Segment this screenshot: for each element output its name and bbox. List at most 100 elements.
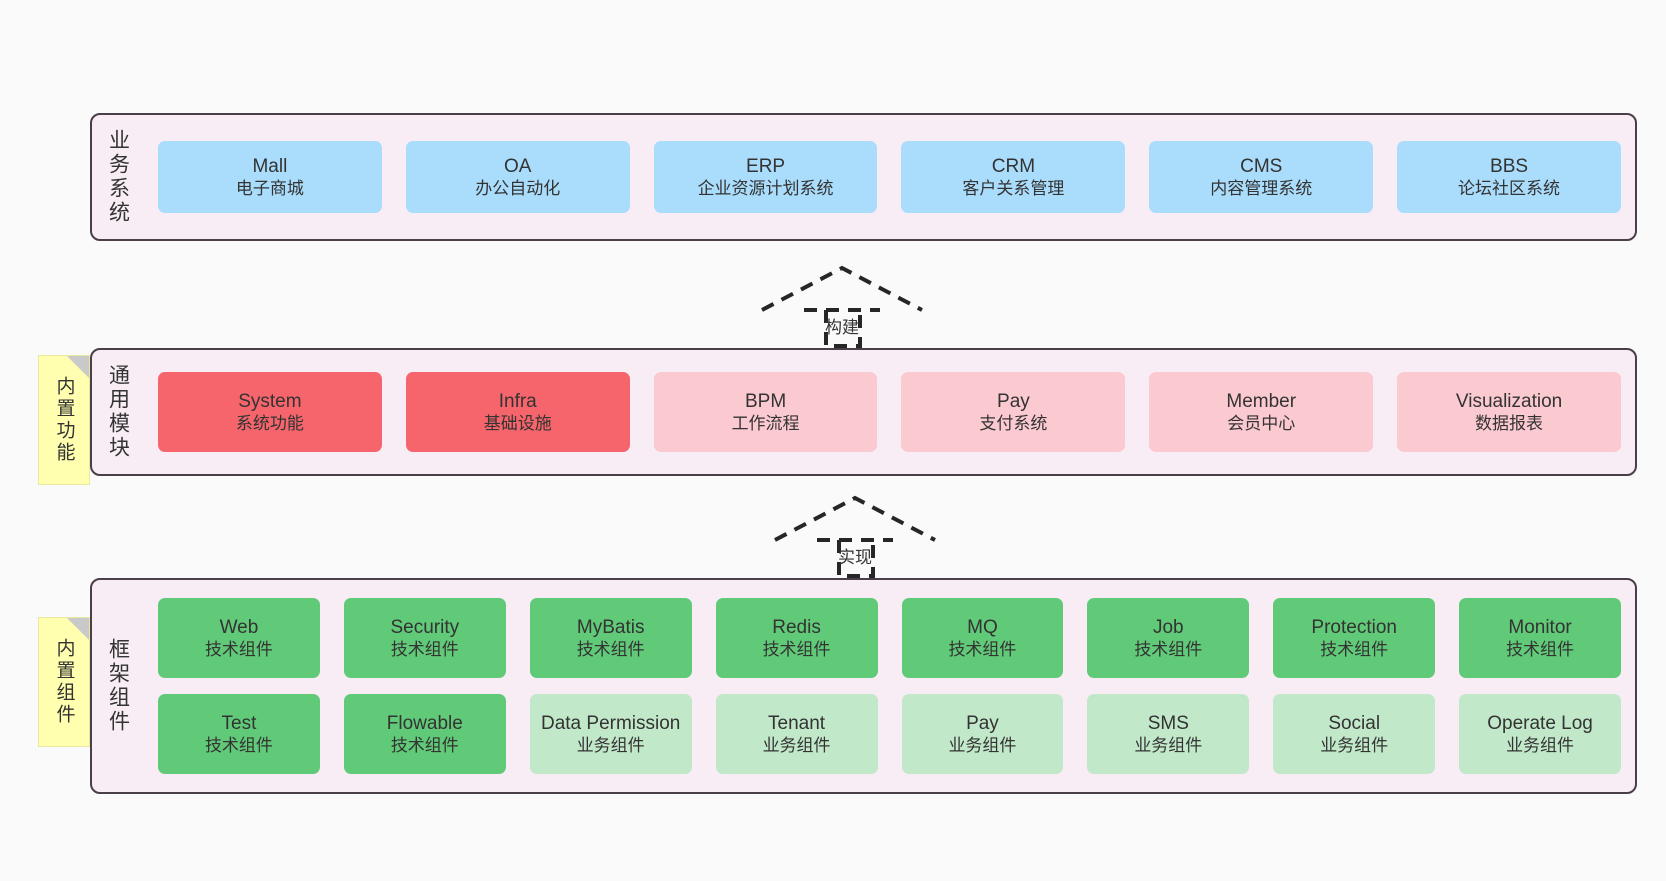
layer-row: Mall 电子商城 OA 办公自动化 ERP 企业资源计划系统 CRM 客户关系… [158, 141, 1621, 213]
node-title: ERP [746, 155, 786, 177]
arrow-build-label: 构建 [825, 318, 859, 337]
node-subtitle: 会员中心 [1227, 414, 1296, 434]
node-title: OA [504, 155, 532, 177]
node-subtitle: 基础设施 [483, 414, 552, 434]
layer-row: System 系统功能 Infra 基础设施 BPM 工作流程 Pay 支付系统… [158, 372, 1621, 452]
node-subtitle: 企业资源计划系统 [697, 179, 834, 199]
node-title: BBS [1490, 155, 1529, 177]
node-erp[interactable]: ERP 企业资源计划系统 [653, 141, 878, 213]
node-subtitle: 工作流程 [731, 414, 800, 434]
node-subtitle: 支付系统 [979, 414, 1048, 434]
node-protection[interactable]: Protection 技术组件 [1273, 598, 1436, 678]
sticky-note-builtin-components: 内置组件 [38, 617, 90, 747]
node-title: Monitor [1508, 616, 1572, 638]
node-title: BPM [744, 390, 787, 412]
node-title: Visualization [1455, 390, 1563, 412]
node-subtitle: 技术组件 [948, 640, 1017, 660]
node-redis[interactable]: Redis 技术组件 [715, 598, 878, 678]
node-oa[interactable]: OA 办公自动化 [405, 141, 630, 213]
node-subtitle: 电子商城 [235, 179, 304, 199]
node-subtitle: 内容管理系统 [1210, 179, 1313, 199]
layer-body-modules: System 系统功能 Infra 基础设施 BPM 工作流程 Pay 支付系统… [144, 350, 1635, 474]
node-infra[interactable]: Infra 基础设施 [405, 372, 630, 452]
node-title: Pay [997, 390, 1030, 412]
node-subtitle: 论坛社区系统 [1458, 179, 1561, 199]
node-title: CMS [1240, 155, 1283, 177]
node-subtitle: 技术组件 [1134, 640, 1203, 660]
node-subtitle: 技术组件 [204, 736, 273, 756]
node-bbs[interactable]: BBS 论坛社区系统 [1397, 141, 1621, 213]
node-title: Redis [772, 616, 821, 638]
layer-row: Test 技术组件 Flowable 技术组件 Data Permission … [158, 694, 1621, 774]
node-subtitle: 技术组件 [762, 640, 831, 660]
node-subtitle: 技术组件 [390, 640, 459, 660]
node-subtitle: 业务组件 [1320, 736, 1389, 756]
node-data-permission[interactable]: Data Permission 业务组件 [529, 694, 692, 774]
node-job[interactable]: Job 技术组件 [1087, 598, 1250, 678]
sticky-note-builtin-features: 内置功能 [38, 355, 90, 485]
arrow-implement-icon [774, 495, 936, 578]
node-pay[interactable]: Pay 支付系统 [901, 372, 1126, 452]
node-title: Protection [1311, 616, 1397, 638]
node-subtitle: 技术组件 [204, 640, 273, 660]
layer-body-business: Mall 电子商城 OA 办公自动化 ERP 企业资源计划系统 CRM 客户关系… [144, 115, 1635, 239]
node-system[interactable]: System 系统功能 [158, 372, 382, 452]
layer-framework-components: 框架组件 Web 技术组件 Security 技术组件 MyBatis 技术组件… [90, 578, 1637, 794]
node-mq[interactable]: MQ 技术组件 [901, 598, 1064, 678]
node-visualization[interactable]: Visualization 数据报表 [1397, 372, 1621, 452]
node-social[interactable]: Social 业务组件 [1273, 694, 1436, 774]
node-web[interactable]: Web 技术组件 [158, 598, 320, 678]
node-security[interactable]: Security 技术组件 [343, 598, 506, 678]
node-subtitle: 技术组件 [390, 736, 459, 756]
layer-body-framework: Web 技术组件 Security 技术组件 MyBatis 技术组件 Redi… [144, 580, 1635, 792]
node-subtitle: 技术组件 [1506, 640, 1575, 660]
arrow-implement-label: 实现 [838, 548, 872, 567]
node-flowable[interactable]: Flowable 技术组件 [343, 694, 506, 774]
layer-row: Web 技术组件 Security 技术组件 MyBatis 技术组件 Redi… [158, 598, 1621, 678]
node-title: Operate Log [1487, 712, 1593, 734]
node-pay-business[interactable]: Pay 业务组件 [901, 694, 1064, 774]
node-crm[interactable]: CRM 客户关系管理 [901, 141, 1126, 213]
node-title: Data Permission [540, 712, 681, 734]
node-subtitle: 系统功能 [235, 414, 304, 434]
layer-title-framework: 框架组件 [106, 638, 130, 734]
node-subtitle: 客户关系管理 [962, 179, 1065, 199]
node-test[interactable]: Test 技术组件 [158, 694, 320, 774]
node-operate-log[interactable]: Operate Log 业务组件 [1459, 694, 1621, 774]
node-title: Web [219, 616, 259, 638]
arrow-build-icon [761, 265, 923, 348]
node-title: CRM [991, 155, 1036, 177]
node-subtitle: 数据报表 [1475, 414, 1544, 434]
layer-title-modules: 通用模块 [106, 364, 130, 460]
node-title: SMS [1147, 712, 1189, 734]
node-mall[interactable]: Mall 电子商城 [158, 141, 382, 213]
layer-title-business: 业务系统 [106, 129, 130, 225]
arrow-build: 构建 [752, 258, 932, 348]
node-monitor[interactable]: Monitor 技术组件 [1459, 598, 1621, 678]
node-member[interactable]: Member 会员中心 [1149, 372, 1374, 452]
node-subtitle: 技术组件 [1320, 640, 1389, 660]
node-title: Mall [252, 155, 288, 177]
node-title: Member [1226, 390, 1297, 412]
node-mybatis[interactable]: MyBatis 技术组件 [529, 598, 692, 678]
node-title: Social [1328, 712, 1381, 734]
node-subtitle: 业务组件 [1506, 736, 1575, 756]
node-title: Pay [966, 712, 999, 734]
node-sms[interactable]: SMS 业务组件 [1087, 694, 1250, 774]
layer-common-modules: 通用模块 System 系统功能 Infra 基础设施 BPM 工作流程 Pay… [90, 348, 1637, 476]
node-title: Tenant [768, 712, 826, 734]
node-title: Infra [498, 390, 537, 412]
node-subtitle: 办公自动化 [475, 179, 561, 199]
node-tenant[interactable]: Tenant 业务组件 [715, 694, 878, 774]
node-title: Test [221, 712, 257, 734]
node-title: Job [1152, 616, 1184, 638]
node-title: MyBatis [576, 616, 645, 638]
node-bpm[interactable]: BPM 工作流程 [653, 372, 878, 452]
node-subtitle: 技术组件 [576, 640, 645, 660]
node-title: MQ [967, 616, 998, 638]
node-title: Security [390, 616, 460, 638]
node-subtitle: 业务组件 [948, 736, 1017, 756]
layer-business-systems: 业务系统 Mall 电子商城 OA 办公自动化 ERP 企业资源计划系统 CRM… [90, 113, 1637, 241]
node-cms[interactable]: CMS 内容管理系统 [1149, 141, 1374, 213]
